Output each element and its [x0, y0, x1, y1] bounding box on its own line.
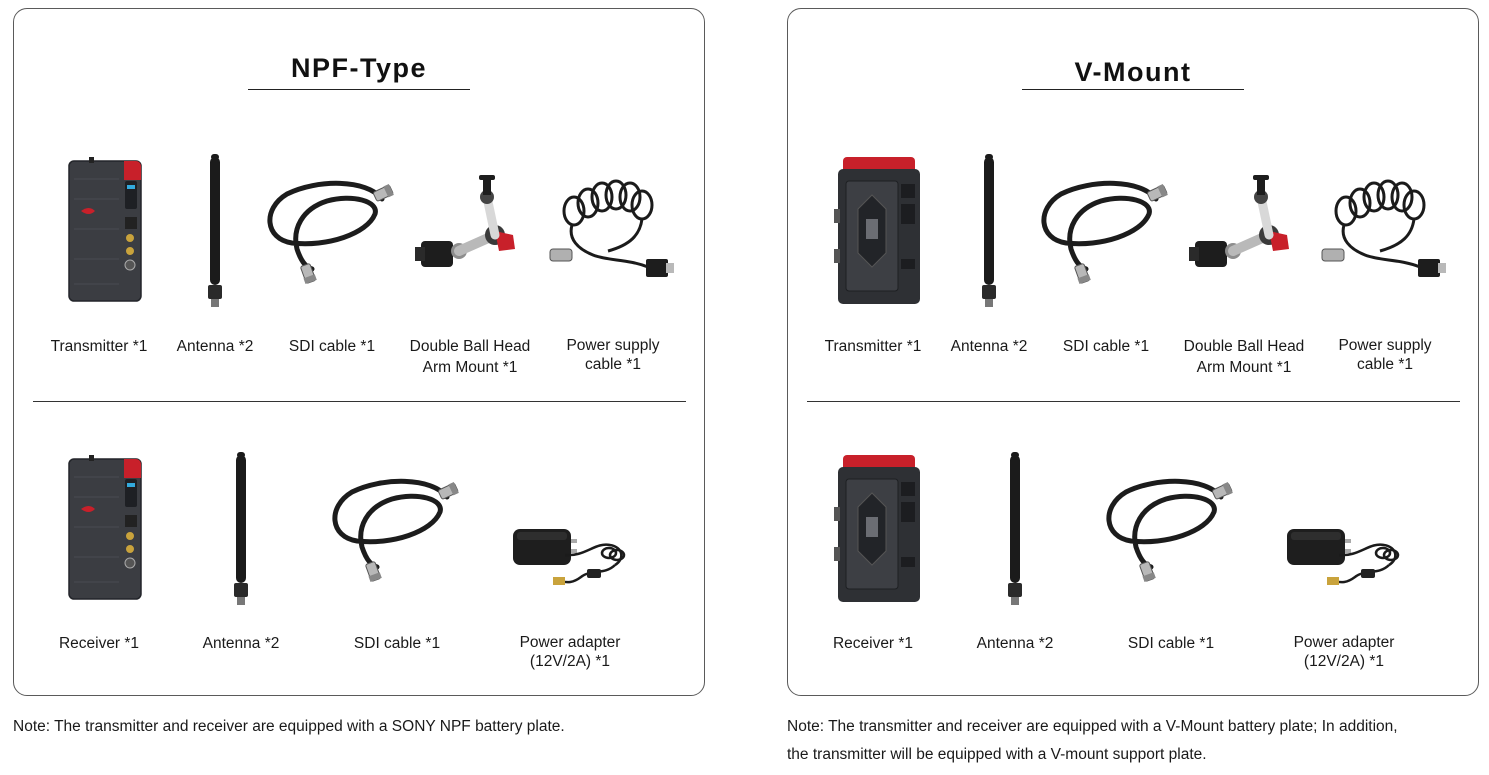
- item-label: Antenna *2: [976, 635, 1054, 652]
- antenna-icon: [166, 437, 316, 612]
- item-label: Receiver *1: [58, 635, 140, 652]
- item-label: Power supply cable *1: [566, 337, 660, 373]
- panel-title: V-Mount: [1074, 57, 1192, 87]
- sdi-cable-icon: [1096, 437, 1246, 612]
- item-label: SDI cable *1: [353, 635, 441, 652]
- note-line: Note: The transmitter and receiver are e…: [787, 718, 1398, 735]
- title-underline: [248, 89, 470, 90]
- v-mount-note: Note: The transmitter and receiver are e…: [787, 713, 1398, 769]
- npf-type-panel: NPF-Type Transmitter *1 Antenna *2 SDI c…: [13, 8, 705, 696]
- item-label: Antenna *2: [950, 338, 1028, 355]
- v-mount-panel: V-Mount Transmitter *1 Antenna *2 SDI ca…: [787, 8, 1479, 696]
- title-underline: [1022, 89, 1244, 90]
- panel-title: NPF-Type: [290, 53, 427, 83]
- item-label: SDI cable *1: [288, 338, 376, 355]
- receiver-npf-icon: [24, 437, 174, 612]
- item-label: Transmitter *1: [824, 338, 922, 355]
- item-label: Receiver *1: [832, 635, 914, 652]
- item-label: Antenna *2: [176, 338, 254, 355]
- item-label: Power adapter (12V/2A) *1: [519, 634, 621, 670]
- sdi-cable-icon: [1031, 139, 1181, 314]
- item-label: SDI cable *1: [1062, 338, 1150, 355]
- item-label: Antenna *2: [202, 635, 280, 652]
- power-adapter-icon: [1269, 437, 1419, 612]
- item-label: Double Ball Head Arm Mount *1: [1183, 338, 1305, 376]
- sdi-cable-icon: [322, 437, 472, 612]
- power-cable-icon: [538, 139, 688, 314]
- receiver-vmount-icon: [798, 437, 948, 612]
- power-cable-icon: [1310, 139, 1460, 314]
- item-label: Transmitter *1: [50, 338, 148, 355]
- item-label: Power adapter (12V/2A) *1: [1293, 634, 1395, 670]
- section-divider: [33, 401, 686, 402]
- npf-note: Note: The transmitter and receiver are e…: [13, 718, 565, 735]
- item-label: Double Ball Head Arm Mount *1: [409, 338, 531, 376]
- item-label: Power supply cable *1: [1338, 337, 1432, 373]
- power-adapter-icon: [495, 437, 645, 612]
- sdi-cable-icon: [257, 139, 407, 314]
- section-divider: [807, 401, 1460, 402]
- arm-mount-icon: [395, 139, 545, 314]
- antenna-icon: [940, 437, 1090, 612]
- arm-mount-icon: [1169, 139, 1319, 314]
- item-label: SDI cable *1: [1127, 635, 1215, 652]
- note-line: the transmitter will be equipped with a …: [787, 746, 1207, 763]
